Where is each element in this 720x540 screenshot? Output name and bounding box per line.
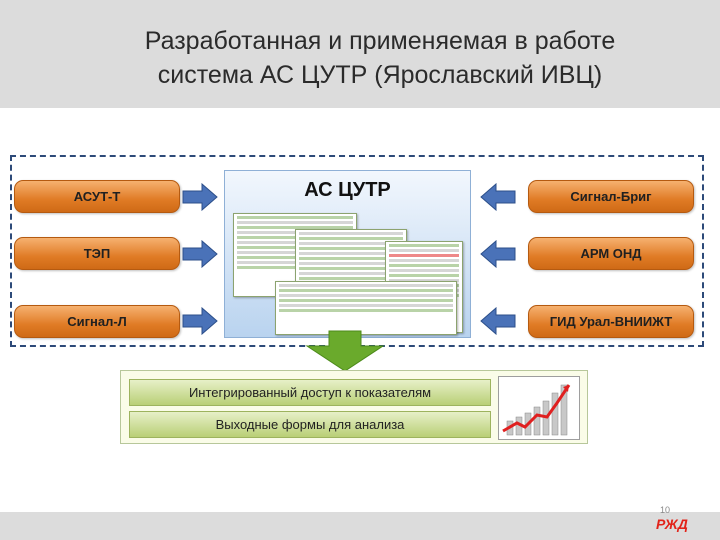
- footer-band: [0, 512, 720, 540]
- page-number: 10: [660, 505, 671, 515]
- rising-bars-icon: [502, 384, 571, 436]
- arrow-left-icon: [480, 183, 516, 211]
- output-integrated-access: Интегрированный доступ к показателям: [129, 379, 491, 406]
- source-tep: ТЭП: [14, 237, 180, 270]
- arrow-right-icon: [182, 240, 218, 268]
- central-system-block: АС ЦУТР: [224, 170, 471, 338]
- source-label: АРМ ОНД: [580, 246, 642, 261]
- arrow-down-icon: [305, 330, 385, 372]
- growth-chart-icon: [498, 376, 580, 440]
- output-label: Выходные формы для анализа: [215, 417, 405, 432]
- arrow-left-icon: [480, 307, 516, 335]
- source-label: Сигнал-Л: [67, 314, 127, 329]
- source-signal-brig: Сигнал-Бриг: [528, 180, 694, 213]
- source-arm-ond: АРМ ОНД: [528, 237, 694, 270]
- source-signal-l: Сигнал-Л: [14, 305, 180, 338]
- output-forms: Выходные формы для анализа: [129, 411, 491, 438]
- slide-title: Разработанная и применяемая в работе сис…: [60, 24, 700, 92]
- arrow-right-icon: [182, 307, 218, 335]
- source-asut-t: АСУТ-Т: [14, 180, 180, 213]
- source-gid-ural: ГИД Урал-ВНИИЖТ: [528, 305, 694, 338]
- rzd-logo: РЖД: [656, 516, 688, 532]
- central-system-title: АС ЦУТР: [304, 179, 391, 201]
- title-line-2: система АС ЦУТР (Ярославский ИВЦ): [157, 61, 603, 89]
- output-label: Интегрированный доступ к показателям: [188, 385, 432, 400]
- title-line-1: Разработанная и применяемая в работе: [144, 27, 616, 55]
- arrow-left-icon: [480, 240, 516, 268]
- source-label: ГИД Урал-ВНИИЖТ: [549, 314, 673, 329]
- header-band: Разработанная и применяемая в работе сис…: [0, 0, 720, 108]
- source-label: Сигнал-Бриг: [570, 189, 652, 204]
- source-label: ТЭП: [83, 246, 111, 261]
- arrow-right-icon: [182, 183, 218, 211]
- output-block: Интегрированный доступ к показателям Вых…: [120, 370, 588, 444]
- source-label: АСУТ-Т: [73, 189, 121, 204]
- screenshot-thumbnail: [275, 281, 457, 335]
